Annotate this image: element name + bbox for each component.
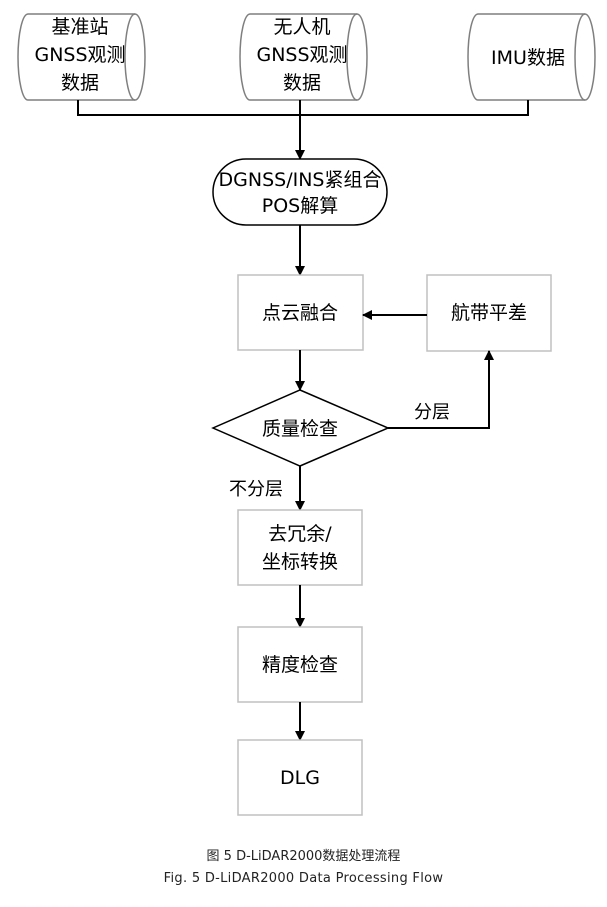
dedup-line-1: 去冗余/ <box>268 523 332 545</box>
base-station-line-3: 数据 <box>61 72 99 94</box>
dedup-transform-node: 去冗余/ 坐标转换 <box>237 509 363 586</box>
dgnss-line-2: POS解算 <box>262 195 338 217</box>
fusion-label: 点云融合 <box>262 302 338 324</box>
uav-line-3: 数据 <box>283 72 321 94</box>
imu-line-1: IMU数据 <box>491 47 565 69</box>
base-station-line-2: GNSS观测 <box>34 44 125 66</box>
dlg-label: DLG <box>280 767 320 789</box>
accuracy-check-node: 精度检查 <box>237 626 363 703</box>
dgnss-pos-node: DGNSS/INS紧组合 POS解算 <box>212 158 388 226</box>
base-station-data-node: 基准站 GNSS观测 数据 <box>17 13 146 101</box>
uav-line-2: GNSS观测 <box>256 44 347 66</box>
arrow-quality-to-strip <box>388 350 494 429</box>
quality-check-node: 质量检查 <box>211 389 390 467</box>
base-station-line-1: 基准站 <box>51 16 108 38</box>
edge-label-not-layered: 不分层 <box>229 479 283 500</box>
dgnss-line-1: DGNSS/INS紧组合 <box>219 169 382 191</box>
uav-line-1: 无人机 <box>273 16 330 38</box>
accuracy-label: 精度检查 <box>262 654 338 676</box>
imu-data-node: IMU数据 <box>467 13 596 101</box>
point-cloud-fusion-node: 点云融合 <box>237 274 364 351</box>
figure-caption-english: Fig. 5 D-LiDAR2000 Data Processing Flow <box>163 871 444 886</box>
edge-label-layered: 分层 <box>414 402 450 423</box>
strip-adjustment-node: 航带平差 <box>426 274 552 352</box>
strip-label: 航带平差 <box>451 302 527 324</box>
dlg-node: DLG <box>237 739 363 816</box>
uav-data-node: 无人机 GNSS观测 数据 <box>239 13 368 101</box>
quality-label: 质量检查 <box>262 418 338 440</box>
dedup-line-2: 坐标转换 <box>262 551 338 573</box>
source-connectors <box>77 100 529 160</box>
figure-caption-chinese: 图 5 D-LiDAR2000数据处理流程 <box>206 849 401 864</box>
